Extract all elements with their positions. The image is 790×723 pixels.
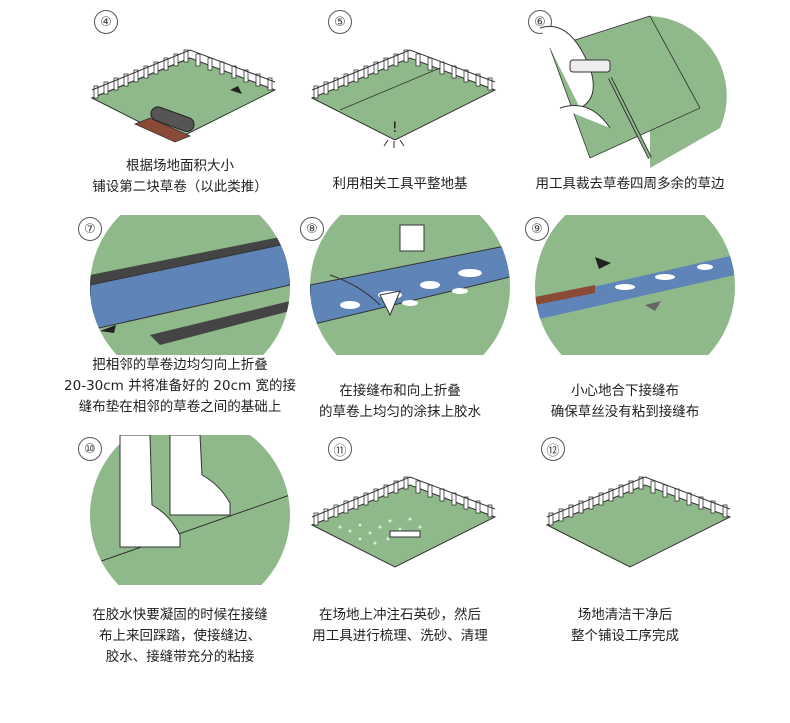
step-caption: 根据场地面积大小 铺设第二块草卷（以此类推） xyxy=(92,158,268,195)
step-4: ④ 根据场地面积大小 铺设第二块草卷（以此类推） xyxy=(60,8,300,238)
close-seam-cloth-illustration xyxy=(535,215,735,355)
step-caption: 把相邻的草卷边均匀向上折叠 20-30cm 并将准备好的 20cm 宽的接 缝布… xyxy=(64,357,296,415)
rake-icon xyxy=(389,530,421,538)
step-11: ⑪ 在场地上冲注石英砂，然后 用工具进行梳理、洗砂、清理 xyxy=(280,435,520,665)
step-6: ⑥ 用工具裁去草卷四周多余的草边 xyxy=(510,8,750,238)
fold-turf-edges-illustration xyxy=(90,215,290,355)
level-base-illustration: ! xyxy=(310,49,497,148)
step-number: ⑧ xyxy=(300,217,324,241)
step-caption: 利用相关工具平整地基 xyxy=(332,176,468,192)
step-number: ⑦ xyxy=(78,217,102,241)
boot-icon xyxy=(119,435,181,548)
step-number: ⑪ xyxy=(328,437,352,461)
impact-icon xyxy=(383,139,405,148)
step-caption: 在接缝布和向上折叠 的草卷上均匀的涂抹上胶水 xyxy=(319,383,481,420)
arrow-icon xyxy=(595,257,611,269)
step-caption: 场地清洁干净后 整个铺设工序完成 xyxy=(571,607,679,644)
boot-icon xyxy=(169,435,231,516)
step-number: ⑩ xyxy=(78,437,102,461)
press-seam-illustration xyxy=(90,435,290,585)
step-9: ⑨ 小心地合下接缝布 确保草丝没有粘到接缝布 xyxy=(505,215,745,445)
step-caption: 用工具裁去草卷四周多余的草边 xyxy=(535,176,725,192)
glue-bucket-icon xyxy=(399,224,425,252)
knife-icon xyxy=(569,59,611,73)
step-number: ⑨ xyxy=(525,217,549,241)
cut-turf-edge-illustration xyxy=(539,15,727,168)
completed-field-illustration xyxy=(545,476,732,568)
svg-text:!: ! xyxy=(392,120,398,136)
step-7: ⑦ 把相邻的草卷边均匀向上折叠 20-30cm 并将准备好的 20cm 宽的接 … xyxy=(60,215,300,445)
arrow-icon xyxy=(230,86,242,94)
arrow-icon xyxy=(100,325,116,333)
step-number: ⑤ xyxy=(328,10,352,34)
apply-glue-illustration xyxy=(310,215,510,355)
step-8: ⑧ 在接缝布和向上折叠 的草卷上均匀的涂抹上胶水 xyxy=(280,215,520,445)
lay-turf-roll-illustration xyxy=(90,49,277,143)
step-number: ⑫ xyxy=(541,437,565,461)
step-12: ⑫ 场地清洁干净后 整个铺设工序完成 xyxy=(505,435,745,665)
step-number: ④ xyxy=(94,10,118,34)
arrow-icon xyxy=(645,301,661,311)
step-5: ⑤ ! 利用相关工具平整地基 xyxy=(280,8,520,238)
step-caption: 在胶水快要凝固的时候在接缝 布上来回踩踏，使接缝边、 胶水、接缝带充分的粘接 xyxy=(92,607,268,665)
step-10: ⑩ 在胶水快要凝固的时候在接缝 布上来回踩踏，使接缝边、 胶水、接缝带充分的粘接 xyxy=(60,435,300,665)
step-caption: 在场地上冲注石英砂，然后 用工具进行梳理、洗砂、清理 xyxy=(312,607,488,644)
fill-sand-illustration xyxy=(310,476,497,568)
step-caption: 小心地合下接缝布 确保草丝没有粘到接缝布 xyxy=(550,383,700,420)
